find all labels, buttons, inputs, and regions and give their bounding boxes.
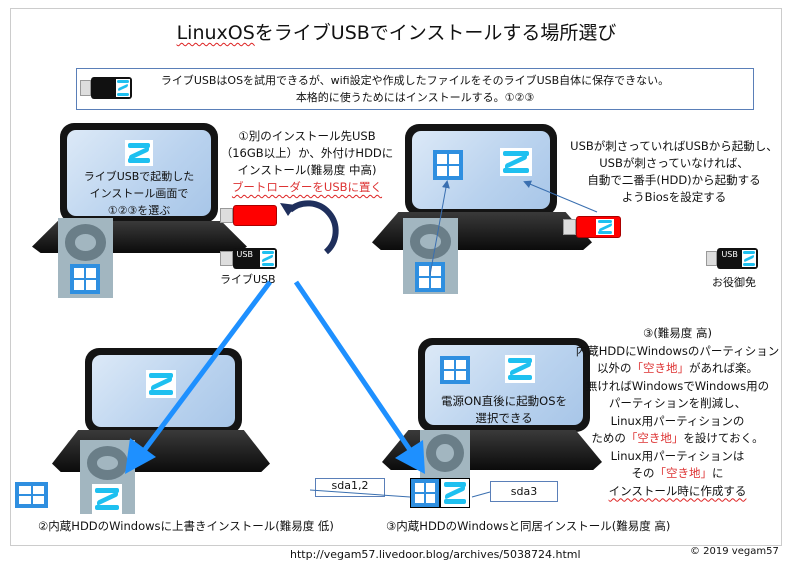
red-usb-zorin-icon: [563, 216, 621, 238]
zorin-icon: [146, 370, 176, 398]
live-usb-icon: [80, 77, 132, 99]
windows-icon: [440, 356, 470, 384]
curved-arrow: [288, 200, 339, 255]
source-url[interactable]: http://vegam57.livedoor.blog/archives/50…: [290, 548, 581, 561]
partition-label-linux: sda3: [490, 481, 558, 502]
hdd-icon: [403, 218, 458, 294]
hdd-icon: [58, 218, 113, 298]
option1-text: ①別のインストール先USB（16GB以上）か、外付けHDDにインストール(難易度…: [220, 129, 394, 194]
zorin-icon: [500, 148, 532, 176]
live-usb-label: ライブUSB: [220, 273, 276, 286]
windows-partition-icon: [410, 478, 440, 508]
windows-icon: [433, 150, 463, 180]
diagram-frame: [10, 8, 782, 546]
zorin-icon: [92, 484, 122, 514]
caption-option2: ②内蔵HDDのWindowsに上書きインストール(難易度 低): [38, 519, 334, 533]
boot-order-text: USBが刺さっていればUSBから起動し、USBが刺さっていなければ、自動で二番手…: [570, 139, 778, 204]
dismissed-label: お役御免: [712, 276, 756, 289]
live-usb-icon: USB: [706, 248, 758, 269]
caption-option3: ③内蔵HDDのWindowsと同居インストール(難易度 高): [386, 519, 671, 533]
live-usb-icon: USB: [220, 248, 277, 269]
zorin-partition-icon: [440, 478, 470, 508]
copyright: © 2019 vegam57: [690, 546, 779, 557]
windows-icon-removed: [15, 482, 48, 508]
hdd-icon: [80, 440, 135, 514]
info-box: ライブUSBはOSを試用できるが、wifi設定や作成したファイルをそのライブUS…: [76, 68, 754, 110]
arrow-to-option3: [293, 280, 413, 452]
zorin-icon: [125, 140, 153, 166]
zorin-icon: [505, 355, 535, 383]
red-usb-icon: [220, 205, 277, 226]
hdd-icon: [420, 430, 470, 478]
arrow-to-option2: [140, 280, 273, 454]
windows-icon: [70, 264, 100, 294]
windows-icon: [415, 262, 445, 292]
partition-label-windows: sda1,2: [315, 478, 385, 497]
option3-text: ③(難易度 高) 内蔵HDDにWindowsのパーティション 以外の「空き地」が…: [575, 326, 780, 498]
page-title: LinuxOSをライブUSBでインストールする場所選び: [176, 22, 617, 44]
